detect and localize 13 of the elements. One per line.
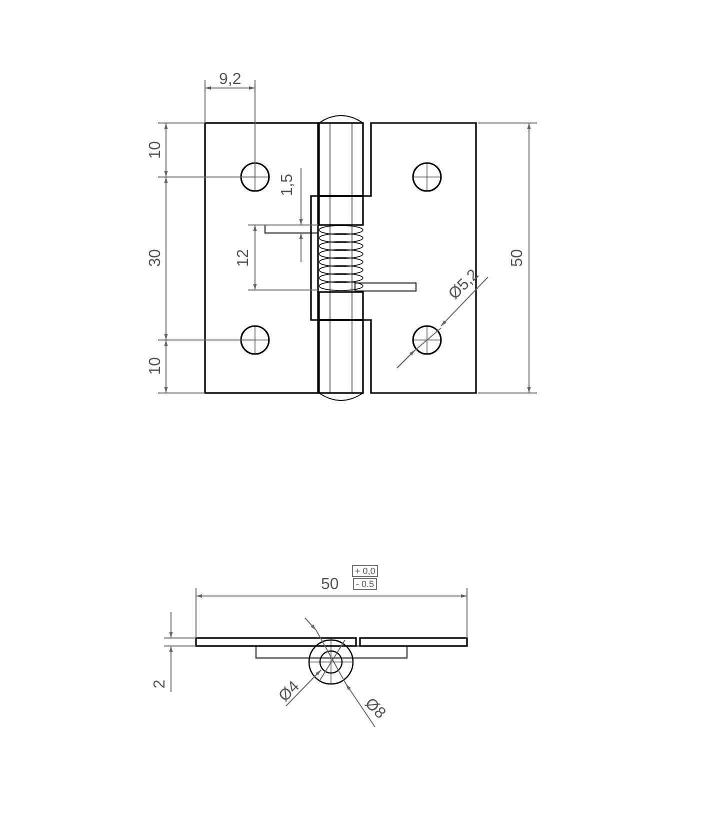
tolerance-value: + 0,0 (352, 565, 378, 577)
dimension-value: 30 (148, 249, 164, 267)
dimension-value: 50 (510, 249, 526, 267)
dimension-value: 10 (148, 141, 164, 159)
tolerance-value: - 0.5 (353, 578, 378, 590)
dimension-value: 9,2 (219, 72, 242, 88)
diameter-value: Ø8 (360, 696, 388, 722)
dimension-value: 10 (148, 357, 164, 375)
diameter-value: Ø4 (276, 678, 302, 706)
dimension-value: 1,5 (280, 174, 296, 196)
dimension-value: 2 (152, 680, 168, 688)
dimension-value: 50 (321, 577, 339, 593)
dimension-value: 12 (236, 249, 252, 267)
